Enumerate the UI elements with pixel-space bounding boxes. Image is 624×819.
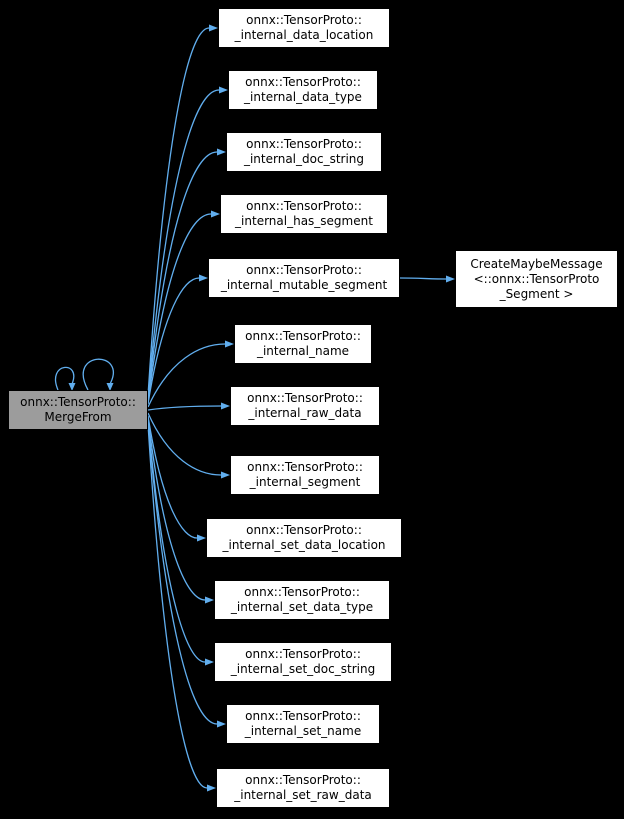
node-label-line: onnx::TensorProto::: [246, 137, 362, 151]
edge-mergefrom-self-loop-2: [82, 358, 114, 391]
edge-mergefrom-to-internal-set-data-type: [147, 417, 214, 604]
edge-mergefrom-to-internal-set-data-location: [147, 415, 206, 542]
node-label-line: onnx::TensorProto::: [244, 585, 360, 599]
node-label-line: onnx::TensorProto::: [245, 329, 361, 343]
node-label-line: _Segment >: [499, 286, 574, 301]
node-label-line: _internal_doc_string: [243, 152, 365, 166]
edge-mergefrom-to-internal-data-type: [147, 86, 228, 399]
node-label-line: _internal_raw_data: [248, 406, 362, 420]
node-internal-segment[interactable]: onnx::TensorProto:: _internal_segment: [230, 455, 380, 495]
node-label-line: _internal_set_name: [244, 724, 362, 738]
node-label-line: _internal_data_type: [244, 90, 362, 104]
edge-mergefrom-to-internal-raw-data: [147, 402, 230, 411]
node-internal-doc-string[interactable]: onnx::TensorProto:: _internal_doc_string: [226, 132, 382, 172]
edge-mergefrom-self-loop-1: [55, 366, 76, 391]
node-internal-data-type[interactable]: onnx::TensorProto:: _internal_data_type: [228, 70, 378, 110]
edge-mergefrom-to-internal-segment: [147, 412, 230, 479]
edge-mergefrom-to-internal-doc-string: [147, 148, 226, 401]
node-label-line: onnx::TensorProto::: [245, 75, 361, 89]
node-internal-name[interactable]: onnx::TensorProto:: _internal_name: [234, 324, 372, 364]
node-label-line: onnx::TensorProto::: [246, 263, 362, 277]
node-label-line: _internal_set_data_location: [222, 538, 386, 552]
node-label-line: onnx::TensorProto::: [20, 395, 136, 409]
node-label-line: _internal_set_doc_string: [230, 662, 376, 676]
node-internal-data-location[interactable]: onnx::TensorProto:: _internal_data_locat…: [218, 8, 390, 48]
node-label-line: _internal_has_segment: [235, 214, 373, 228]
node-label-line: MergeFrom: [44, 410, 112, 424]
edge-mergefrom-to-internal-set-raw-data: [147, 423, 216, 792]
node-label-line: _internal_name: [256, 344, 350, 358]
node-internal-has-segment[interactable]: onnx::TensorProto:: _internal_has_segmen…: [220, 194, 388, 234]
edge-mergefrom-to-internal-set-doc-string: [147, 419, 214, 666]
node-internal-set-doc-string[interactable]: onnx::TensorProto:: _internal_set_doc_st…: [214, 642, 392, 682]
node-label-line: onnx::TensorProto::: [246, 199, 362, 213]
node-label-line: _internal_segment: [249, 475, 361, 489]
node-internal-raw-data[interactable]: onnx::TensorProto:: _internal_raw_data: [230, 386, 380, 426]
node-label-line: onnx::TensorProto::: [246, 523, 362, 537]
node-label-line: _internal_mutable_segment: [220, 278, 388, 292]
edge-mergefrom-to-internal-mutable-segment: [147, 274, 208, 405]
node-label-line: onnx::TensorProto::: [245, 773, 361, 787]
node-label-line: <::onnx::TensorProto: [473, 271, 600, 286]
node-label-line: onnx::TensorProto::: [245, 647, 361, 661]
node-internal-set-raw-data[interactable]: onnx::TensorProto:: _internal_set_raw_da…: [216, 768, 390, 808]
node-label-line: _internal_set_raw_data: [234, 788, 372, 802]
node-label-line: onnx::TensorProto::: [247, 391, 363, 405]
node-label-line: onnx::TensorProto::: [246, 13, 362, 27]
node-internal-set-data-location[interactable]: onnx::TensorProto:: _internal_set_data_l…: [206, 518, 402, 558]
edge-mergefrom-to-internal-name: [147, 340, 234, 408]
node-label-line: CreateMaybeMessage: [470, 256, 603, 271]
edge-mergefrom-to-internal-data-location: [147, 24, 218, 397]
node-label-line: _internal_set_data_type: [230, 600, 374, 614]
node-label-line: onnx::TensorProto::: [247, 460, 363, 474]
node-label-line: onnx::TensorProto::: [245, 709, 361, 723]
node-label-line: _internal_data_location: [234, 28, 374, 42]
node-internal-set-data-type[interactable]: onnx::TensorProto:: _internal_set_data_t…: [214, 580, 390, 620]
node-createmaybemessage[interactable]: CreateMaybeMessage <::onnx::TensorProto …: [455, 250, 618, 308]
edge-mergefrom-to-internal-set-name: [147, 421, 226, 728]
edge-mergefrom-to-internal-has-segment: [147, 210, 220, 403]
node-internal-set-name[interactable]: onnx::TensorProto:: _internal_set_name: [226, 704, 380, 744]
node-internal-mutable-segment[interactable]: onnx::TensorProto:: _internal_mutable_se…: [208, 258, 400, 298]
node-mergefrom[interactable]: onnx::TensorProto:: MergeFrom: [8, 390, 148, 430]
edge-internal-mutable-segment-to-createmaybemessage: [399, 275, 455, 283]
